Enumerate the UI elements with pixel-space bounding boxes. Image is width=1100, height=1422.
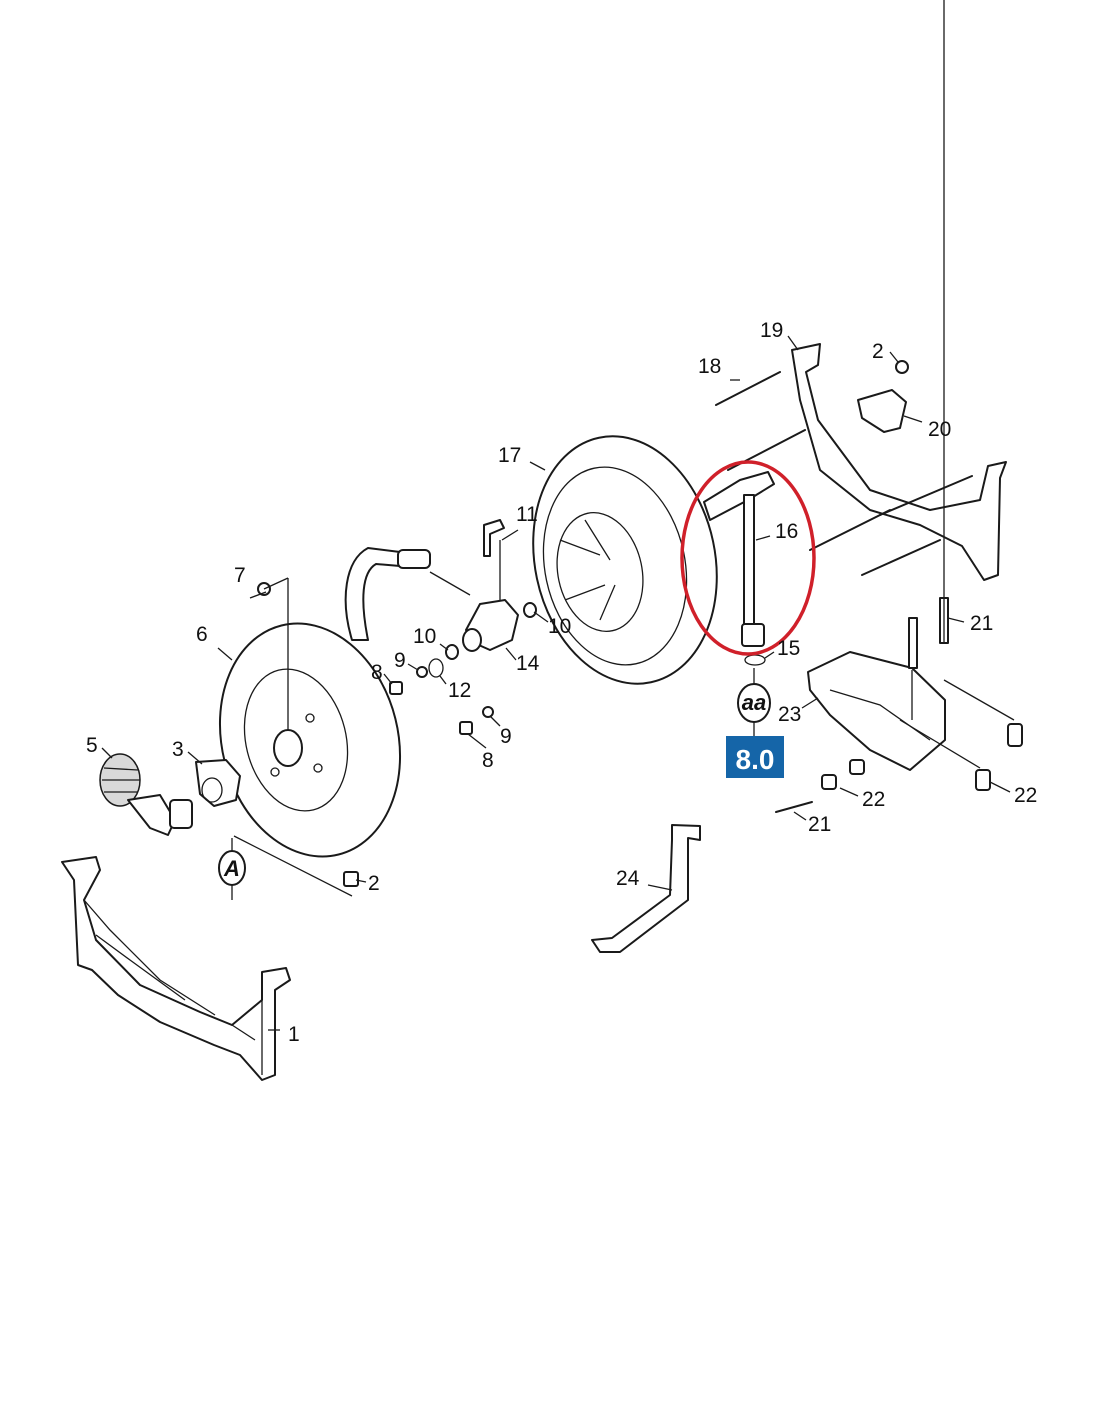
assembly-symbol-a-text: A [223,856,240,881]
callout-19: 19 [760,319,783,342]
kit-symbol-aa-text: aa [742,690,766,715]
section-badge-label: 8.0 [736,744,775,775]
part-23-tray [775,597,1023,813]
callout-15: 15 [777,637,800,660]
callout-9-lower: 9 [500,725,512,748]
callout-22-left: 22 [862,788,885,811]
callout-21-upper: 21 [970,612,993,635]
callout-8-lower: 8 [482,749,494,772]
leader-lines [101,0,1015,1031]
callout-17: 17 [498,444,521,467]
kit-symbol-aa: aa [737,683,771,723]
callout-7: 7 [234,564,246,587]
part-5-gear-crank [99,753,193,836]
callout-24: 24 [616,867,640,890]
right-stand [715,343,1007,581]
callout-2-upper: 2 [872,340,884,363]
callout-6: 6 [196,623,208,646]
callout-9-upper: 9 [394,649,406,672]
part-3-bracket [195,759,241,807]
callout-8-upper: 8 [371,661,383,684]
callout-20: 20 [928,418,951,441]
callout-11: 11 [516,503,538,526]
callout-1: 1 [288,1023,300,1046]
callout-22-right: 22 [1014,784,1037,807]
callout-16: 16 [775,520,798,543]
callout-18: 18 [698,355,721,378]
callout-12: 12 [448,679,471,702]
callout-14: 14 [516,652,540,675]
callout-10-right: 10 [548,615,571,638]
part-17-reel-drum [532,435,718,685]
part-16-highlight-ring [680,460,816,656]
callout-labels: 1 2 2 3 5 6 7 8 8 9 9 10 10 11 12 14 15 … [86,319,1037,1046]
hose [344,547,471,641]
callout-3: 3 [172,738,184,761]
part-24-bracket [591,824,701,953]
callout-23: 23 [778,703,801,726]
small-hardware [257,360,909,887]
callout-2-lower: 2 [368,872,380,895]
assembly-symbol-a: A [218,850,246,886]
callout-10-left: 10 [413,625,436,648]
callout-5: 5 [86,734,98,757]
part-6-front-disk [218,622,402,858]
section-badge: 8.0 [726,736,784,778]
part-1-base-frame [61,856,291,1081]
part-16-axle [703,471,775,647]
callout-21-lower: 21 [808,813,831,836]
